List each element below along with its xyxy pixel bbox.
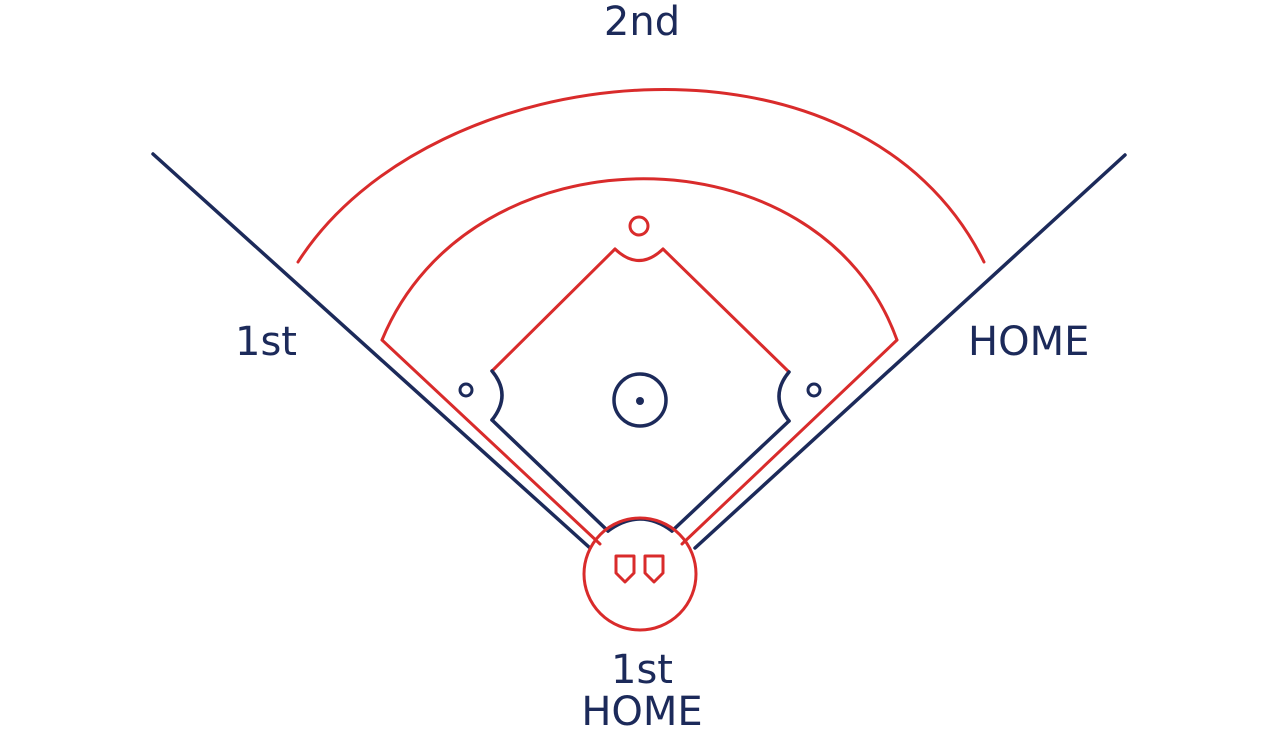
left-base-path-outer: [380, 338, 602, 546]
second-base-cutout: [613, 247, 665, 262]
right-foul-line: [693, 153, 1127, 550]
baseball-field-diagram: [151, 88, 1127, 632]
pitchers-mound: [612, 372, 668, 428]
second-base-label: 2nd: [603, 0, 681, 45]
home-label: HOME: [968, 319, 1090, 365]
diamond-right-upper: [661, 247, 791, 374]
left-foul-line: [151, 152, 592, 550]
diamond-right-lower: [670, 419, 791, 533]
second-base-marker: [628, 215, 650, 237]
bottom-first-label: 1st: [611, 647, 673, 693]
bottom-home-label: HOME: [581, 689, 703, 735]
diamond-left-lower: [490, 418, 610, 533]
home-plate-cutout: [606, 517, 674, 533]
home-plate-circle: [582, 516, 698, 632]
infield-grass-arc: [380, 177, 899, 342]
right-batters-box-icon: [643, 554, 665, 584]
left-batters-box-icon: [614, 554, 636, 584]
pitchers-rubber: [636, 397, 644, 405]
first-base-cutout: [490, 369, 504, 422]
third-base-cutout: [777, 370, 791, 423]
right-base-path-outer: [680, 338, 899, 546]
outfield-fence-arc: [296, 88, 986, 264]
first-base-marker: [458, 382, 474, 398]
first-base-label: 1st: [235, 319, 297, 365]
third-base-marker: [806, 382, 822, 398]
diamond-left-upper: [490, 247, 617, 373]
